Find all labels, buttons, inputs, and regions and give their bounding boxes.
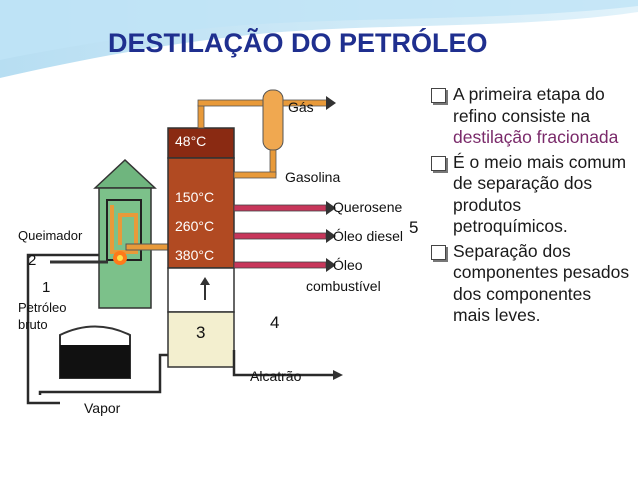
label-queimador: Queimador	[18, 228, 83, 243]
number-1: 1	[42, 279, 50, 296]
number-5: 5	[409, 218, 418, 237]
temp-260: 260°C	[175, 218, 214, 234]
tar-pipe	[232, 350, 335, 377]
temp-150: 150°C	[175, 189, 214, 205]
checkbox-bullet-icon	[431, 244, 446, 260]
header-wave-light	[0, 0, 638, 60]
bullet-list: A primeira etapa do refino consiste na d…	[431, 84, 631, 330]
number-3: 3	[196, 323, 205, 342]
bullet-item: É o meio mais comum de separação dos pro…	[431, 152, 631, 238]
label-alcatrao: Alcatrão	[250, 368, 302, 384]
label-querosene: Querosene	[333, 199, 402, 215]
checkbox-bullet-icon	[431, 155, 446, 171]
bullet-text: É o meio mais comum de separação dos pro…	[453, 151, 627, 237]
label-combustivel: combustível	[306, 278, 381, 294]
crude-pipe	[26, 253, 100, 405]
crude-oil-tank	[59, 325, 131, 379]
checkbox-bullet-icon	[431, 88, 446, 103]
label-oleo: Óleo	[333, 257, 363, 273]
label-oleo-diesel: Óleo diesel	[333, 228, 403, 244]
number-4: 4	[270, 313, 279, 332]
bullet-item: Separação dos componentes pesados dos co…	[431, 241, 631, 327]
vapor-pipe	[38, 353, 168, 395]
temp-48: 48°C	[175, 133, 206, 149]
number-2: 2	[28, 252, 36, 269]
side-draws	[233, 201, 336, 272]
bullet-text: A primeira etapa do refino consiste na	[453, 84, 605, 126]
bullet-accent-text: destilação fracionada	[453, 127, 619, 147]
bullet-text: Separação dos componentes pesados dos co…	[453, 240, 630, 326]
label-gasolina: Gasolina	[285, 169, 340, 185]
condenser	[197, 89, 336, 179]
slide-title: DESTILAÇÃO DO PETRÓLEO	[108, 28, 488, 58]
bullet-item: A primeira etapa do refino consiste na d…	[431, 84, 631, 149]
label-bruto: bruto	[18, 317, 48, 332]
temp-380: 380°C	[175, 247, 214, 263]
label-vapor: Vapor	[84, 400, 121, 416]
furnace	[93, 158, 171, 309]
label-gas: Gás	[288, 99, 314, 115]
fractionating-tower	[167, 127, 235, 368]
label-petroleo: Petróleo	[18, 300, 66, 315]
